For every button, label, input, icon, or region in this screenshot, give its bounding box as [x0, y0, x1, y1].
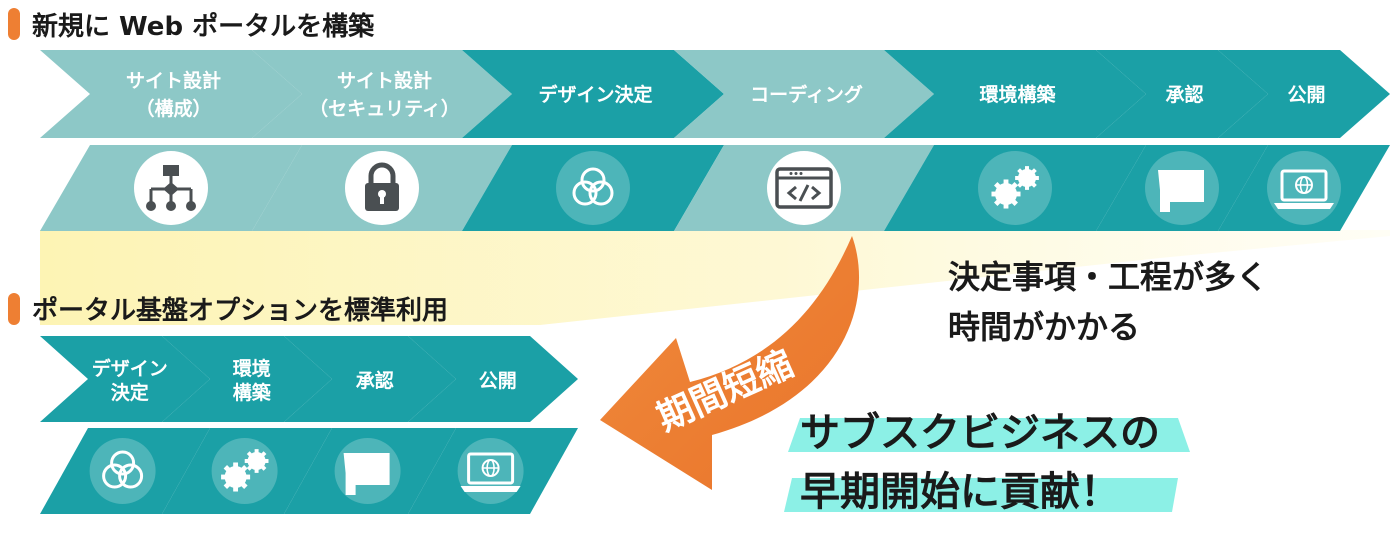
current-process-steps: サイト設計 （構成） サイト設計 （セキュリティ） デザイン決定 コーディング 環境構築 承認… — [40, 50, 1390, 231]
step-label: 承認 — [356, 369, 394, 392]
step-label-line: コーディング — [750, 83, 863, 106]
step-label-line: 承認 — [1165, 83, 1203, 106]
gears-icon — [221, 449, 269, 492]
tagline-highlight — [784, 478, 1178, 512]
step-label: デザイン決定 — [538, 83, 652, 106]
tagline-line: サブスクビジネスの — [800, 410, 1160, 456]
step-chevron — [40, 336, 210, 422]
step-label-line: （構成） — [135, 97, 211, 120]
step-label: サイト設計 （構成） — [126, 69, 221, 120]
step-label: コーディング — [750, 83, 863, 106]
process-step: 承認 — [1096, 50, 1268, 231]
step-label-line: （セキュリティ） — [309, 97, 460, 120]
step-label: 環境構築 — [979, 83, 1056, 106]
step-chevron — [40, 50, 302, 138]
transition-band — [40, 230, 1390, 325]
step-label-line: サイト設計 — [126, 69, 221, 92]
sitemap-icon — [146, 165, 196, 211]
process-step: 環境構築 — [884, 50, 1146, 231]
laptop-globe-icon — [1274, 169, 1334, 209]
process-step: 環境構築 — [162, 336, 332, 514]
process-step: コーディング — [674, 50, 934, 231]
process-step: 公開 — [408, 336, 578, 514]
note-line: 時間がかかる — [948, 308, 1140, 346]
step-label: デザイン決定 — [92, 357, 168, 404]
process-step: デザイン決定 — [462, 50, 724, 231]
step-label-line: 承認 — [356, 369, 394, 392]
step-label: 承認 — [1165, 83, 1203, 106]
step-chevron — [252, 50, 512, 138]
process-step: 公開 — [1218, 50, 1390, 231]
title-marker — [8, 8, 20, 40]
step-chevron — [1218, 50, 1390, 138]
step-label-line: 環境構築 — [979, 83, 1056, 106]
current-process-note: 決定事項・工程が多く 時間がかかる — [948, 258, 1279, 346]
lock-icon — [365, 162, 399, 211]
icon-backdrop — [1267, 151, 1341, 225]
step-label-line: デザイン決定 — [538, 83, 652, 106]
approval-stamp-icon — [343, 453, 390, 495]
code-window-icon — [775, 167, 833, 209]
note-line: 決定事項・工程が多く — [948, 258, 1268, 296]
gears-icon — [991, 166, 1039, 209]
option-process-title: ポータル基盤オプションを標準利用 — [32, 295, 448, 326]
process-step: 承認 — [284, 336, 456, 514]
step-chevron — [162, 336, 332, 422]
option-process-steps: デザイン決定 環境構築 承認 公開 — [40, 336, 578, 514]
icon-backdrop — [89, 438, 156, 504]
step-icon-panel — [408, 428, 578, 514]
step-chevron — [408, 336, 578, 422]
icon-backdrop — [556, 151, 630, 225]
step-label-line: 決定 — [111, 381, 149, 404]
current-process-title: 新規に Web ポータルを構築 — [32, 11, 375, 42]
step-label-line: 環境 — [233, 357, 271, 380]
step-icon-panel — [1218, 145, 1390, 231]
step-chevron — [462, 50, 724, 138]
color-circles-icon — [572, 167, 614, 206]
step-label-line: 構築 — [233, 381, 272, 404]
process-step: サイト設計 （構成） — [40, 50, 302, 231]
tagline-line: 早期開始に貢献！ — [800, 469, 1120, 515]
step-label-line: 公開 — [479, 370, 517, 392]
step-label-line: サイト設計 — [337, 69, 432, 92]
step-chevron — [884, 50, 1146, 138]
approval-stamp-icon — [1158, 170, 1204, 212]
step-label-line: 公開 — [1287, 84, 1325, 106]
tagline: サブスクビジネスの 早期開始に貢献！ — [784, 410, 1190, 515]
color-circles-icon — [102, 450, 144, 489]
laptop-globe-icon — [460, 452, 521, 492]
step-chevron — [284, 336, 456, 422]
step-label: 公開 — [479, 370, 517, 392]
tagline-highlight — [788, 418, 1190, 452]
step-chevron — [674, 50, 934, 138]
step-label-line: デザイン — [92, 357, 168, 380]
step-label: 公開 — [1287, 84, 1325, 106]
step-chevron — [1096, 50, 1268, 138]
process-step: デザイン決定 — [40, 336, 210, 514]
step-label: 環境構築 — [233, 357, 272, 404]
step-icon-panel — [462, 145, 724, 231]
step-icon-panel — [162, 428, 332, 514]
title-marker — [8, 293, 20, 325]
process-step: サイト設計 （セキュリティ） — [252, 50, 512, 231]
step-label: サイト設計 （セキュリティ） — [309, 69, 460, 120]
